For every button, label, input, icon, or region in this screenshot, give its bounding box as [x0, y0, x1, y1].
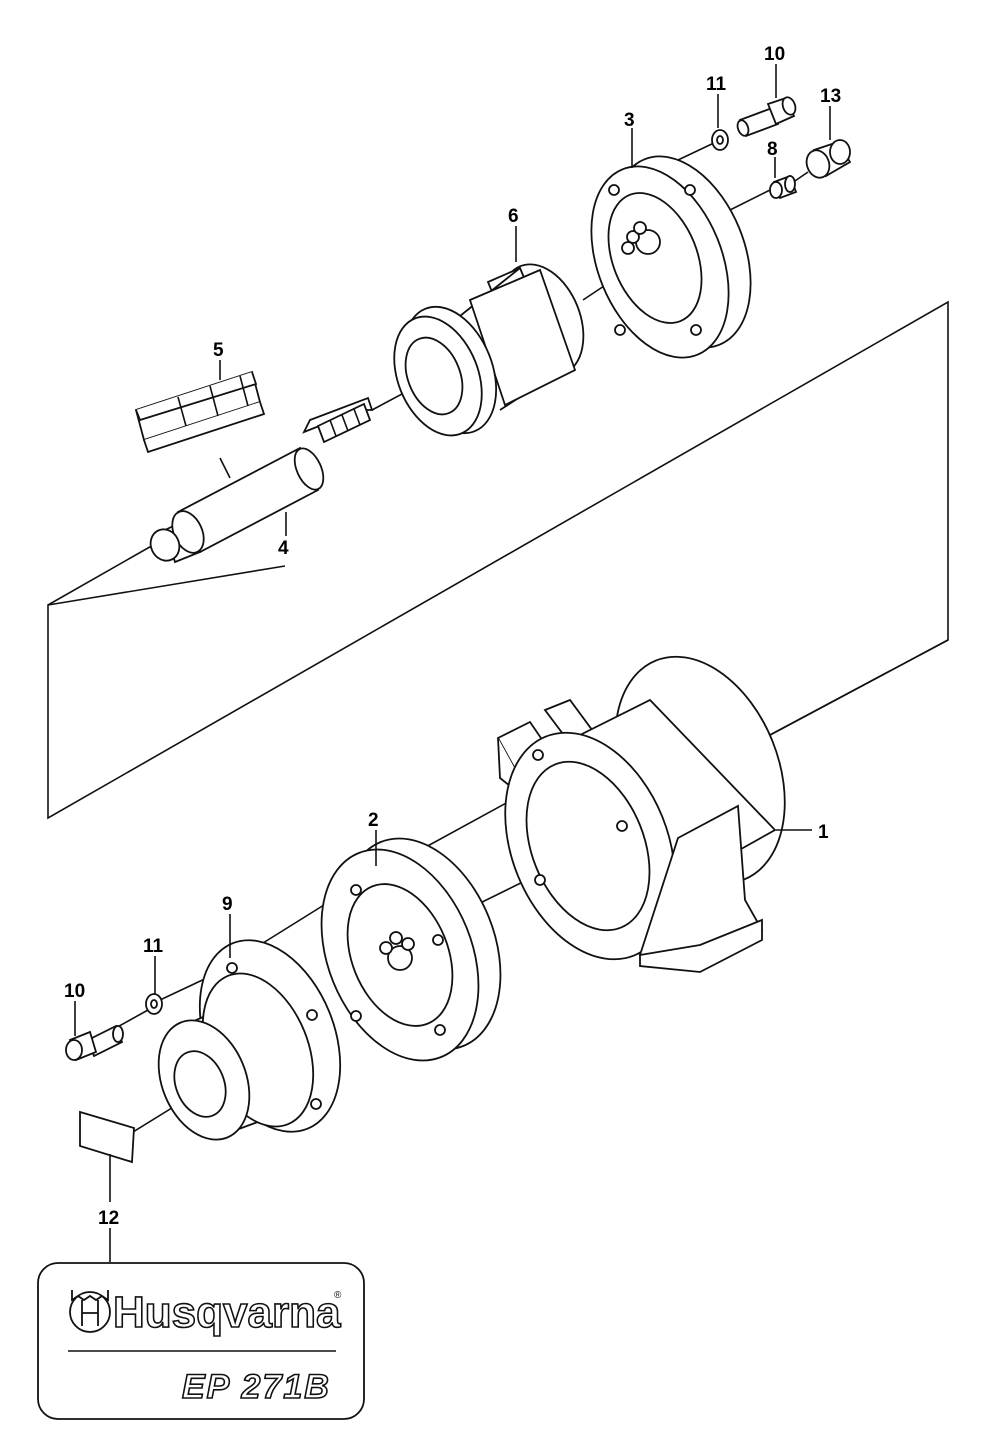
part-2-lower-flange	[320, 837, 502, 1062]
decal-brand-text: Husqvarna	[113, 1288, 341, 1337]
part-9-end-cover	[157, 939, 342, 1141]
part-8-pin	[769, 174, 798, 200]
part-13-cap	[805, 139, 852, 179]
husqvarna-crown-logo-icon	[69, 1290, 111, 1333]
callout-9: 9	[222, 894, 233, 915]
axis-line-lower	[769, 639, 949, 736]
callout-2: 2	[368, 810, 379, 831]
callout-3: 3	[624, 110, 635, 131]
decal-registered-mark: ®	[334, 1290, 342, 1301]
part-11-washer-lower	[145, 993, 163, 1015]
callout-8: 8	[767, 139, 778, 160]
callout-6: 6	[508, 206, 519, 227]
part-3-upper-flange	[590, 155, 752, 359]
axis-line-upper	[677, 141, 717, 161]
callout-5: 5	[213, 340, 224, 361]
callout-4: 4	[278, 538, 289, 559]
part-12-label-plate	[79, 1110, 135, 1164]
callout-10b: 10	[64, 981, 85, 1002]
callout-11b: 11	[143, 936, 164, 957]
callout-1: 1	[818, 822, 829, 843]
callout-11a: 11	[706, 74, 727, 95]
part-6-bearing-sleeve	[393, 263, 585, 437]
part-5-key-strip	[134, 370, 266, 454]
callout-10a: 10	[764, 44, 785, 65]
axis-line-upper	[47, 539, 163, 606]
decal-model-text: EP 271B	[182, 1368, 331, 1406]
part-11-washer-upper	[711, 129, 729, 151]
callout-13: 13	[820, 86, 841, 107]
callout-12: 12	[98, 1208, 119, 1229]
part-1-motor-housing	[496, 655, 786, 973]
part-4-shaft	[149, 396, 374, 564]
decal-panel: Husqvarna ® EP 271B	[37, 1262, 365, 1420]
leader-lines	[74, 64, 831, 1262]
part-10-screw-upper	[736, 96, 797, 138]
part-10-screw-lower	[65, 1024, 124, 1062]
